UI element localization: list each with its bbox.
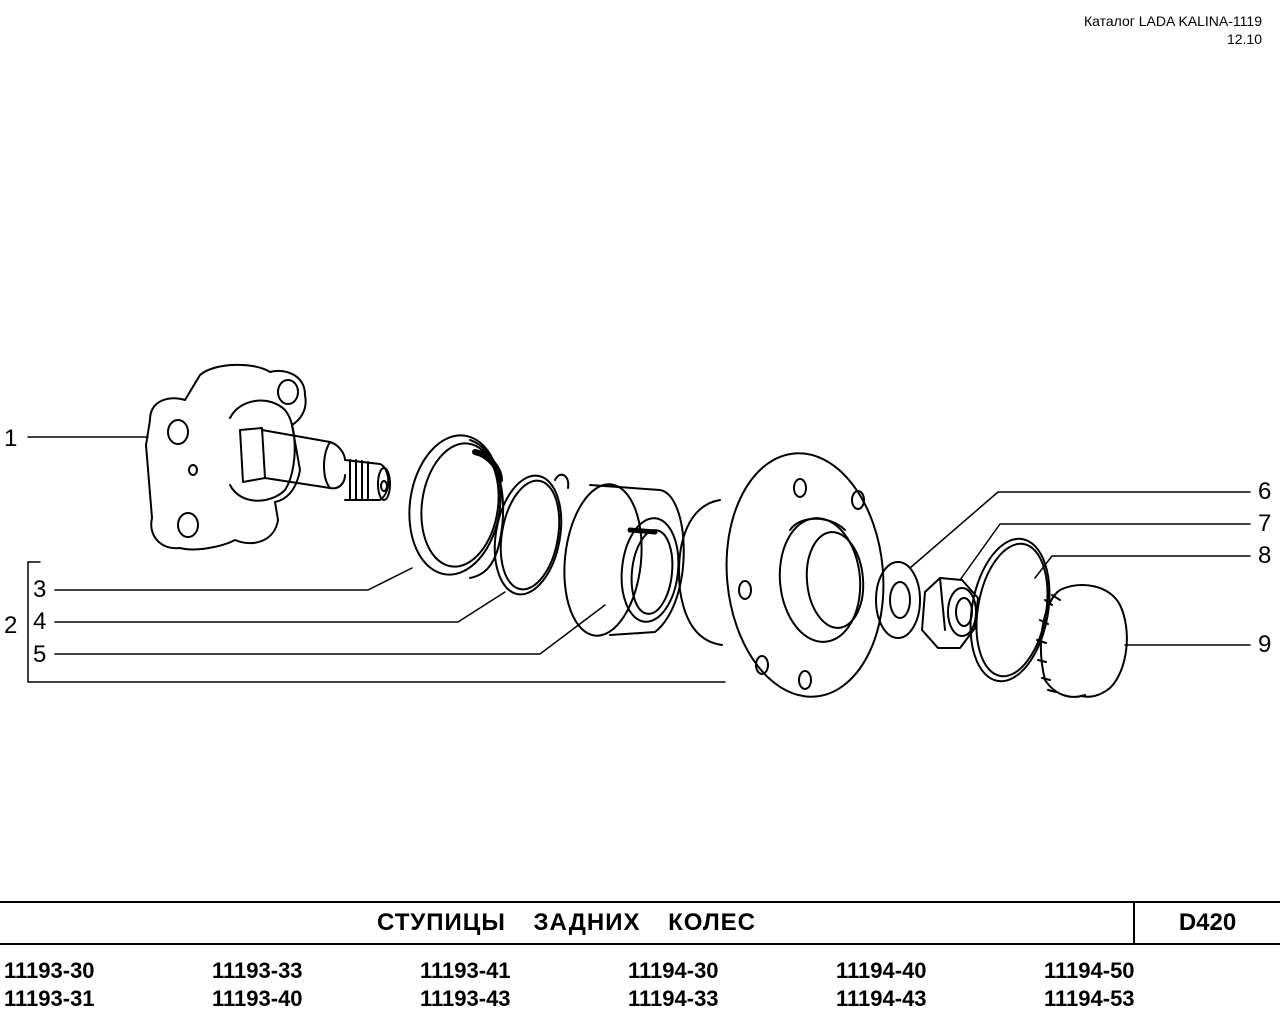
part-9-hub-cap bbox=[1036, 584, 1128, 698]
model-code: 11193-40 bbox=[212, 986, 303, 1011]
model-column: 11193-33 11193-40 bbox=[212, 957, 303, 1013]
callout-3: 3 bbox=[33, 576, 47, 603]
page-title: СТУПИЦЫ ЗАДНИХ КОЛЕС bbox=[376, 909, 757, 936]
callout-6: 6 bbox=[1258, 478, 1272, 505]
model-column: 11194-40 11194-43 bbox=[836, 957, 927, 1013]
model-code: 11194-53 bbox=[1044, 986, 1135, 1011]
model-code: 11193-33 bbox=[212, 958, 303, 983]
title-bar: СТУПИЦЫ ЗАДНИХ КОЛЕС D420 bbox=[0, 901, 1280, 945]
model-code: 11194-43 bbox=[836, 986, 927, 1011]
part-2-wheel-hub bbox=[678, 452, 885, 698]
callout-7: 7 bbox=[1258, 510, 1272, 537]
callout-4: 4 bbox=[33, 608, 47, 635]
model-column: 11193-30 11193-31 bbox=[4, 957, 95, 1013]
model-column: 11193-41 11193-43 bbox=[420, 957, 511, 1013]
callout-8: 8 bbox=[1258, 542, 1272, 569]
callout-9: 9 bbox=[1258, 631, 1272, 658]
part-6-washer bbox=[875, 561, 921, 639]
part-3-seal-ring bbox=[408, 434, 505, 579]
section-code: D420 bbox=[1133, 903, 1280, 943]
model-code: 11194-50 bbox=[1044, 958, 1135, 983]
model-column: 11194-50 11194-53 bbox=[1044, 957, 1135, 1013]
model-code: 11193-30 bbox=[4, 958, 95, 983]
model-code: 11193-41 bbox=[420, 958, 511, 983]
catalog-date: 12.10 bbox=[1226, 31, 1262, 47]
part-4-retaining-ring bbox=[493, 473, 570, 596]
leader-lines bbox=[27, 436, 1251, 683]
model-column: 11194-30 11194-33 bbox=[628, 957, 719, 1013]
model-code: 11193-31 bbox=[4, 986, 95, 1011]
catalog-header: Каталог LADA KALINA-1119 12.10 bbox=[1084, 12, 1262, 48]
exploded-parts-drawing bbox=[27, 363, 1251, 698]
callout-1: 1 bbox=[4, 425, 18, 452]
callout-2: 2 bbox=[4, 612, 18, 639]
part-7-hub-nut bbox=[921, 577, 979, 649]
model-code: 11194-33 bbox=[628, 986, 719, 1011]
model-code: 11194-40 bbox=[836, 958, 927, 983]
model-code: 11193-43 bbox=[420, 986, 511, 1011]
callout-5: 5 bbox=[33, 641, 47, 668]
catalog-title: Каталог LADA KALINA-1119 bbox=[1083, 13, 1262, 29]
model-code: 11194-30 bbox=[628, 958, 719, 983]
part-1-axle-flange bbox=[145, 363, 391, 551]
part-5-bearing bbox=[563, 483, 685, 637]
